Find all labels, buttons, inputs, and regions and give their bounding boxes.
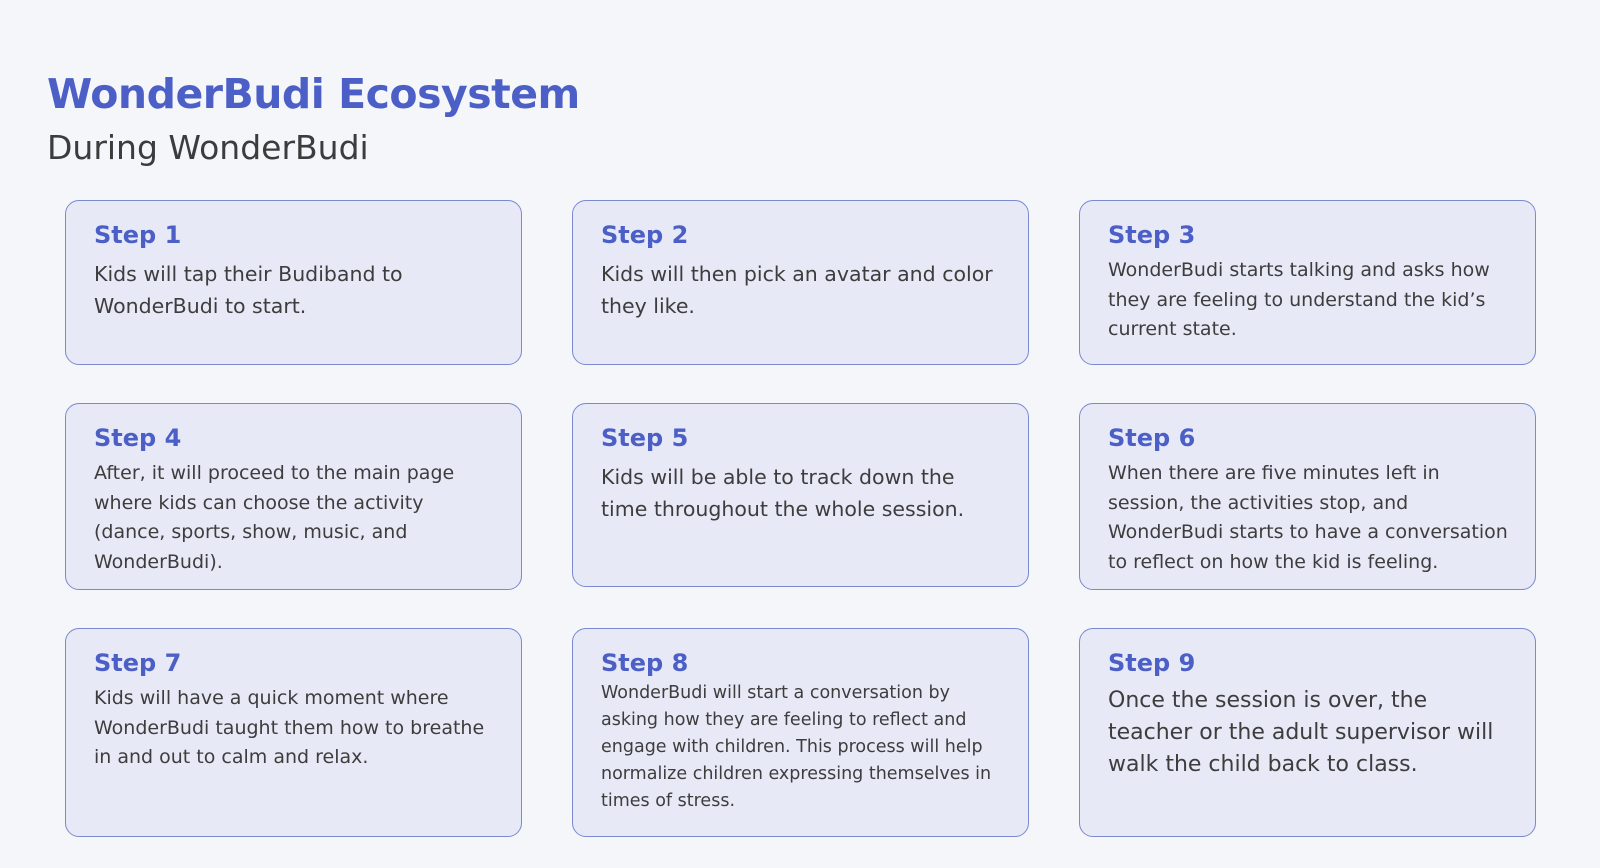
step-4-text: After, it will proceed to the main page … (94, 462, 455, 573)
step-7-label: Step 7 (94, 649, 182, 677)
step-3-label: Step 3 (1108, 221, 1196, 249)
step-card-8: Step 8 WonderBudi will start a conversat… (572, 628, 1029, 837)
step-9-label: Step 9 (1108, 649, 1196, 677)
step-6-label: Step 6 (1108, 424, 1196, 452)
step-card-2: Step 2 Kids will then pick an avatar and… (572, 200, 1029, 365)
step-3-text: WonderBudi starts talking and asks how t… (1108, 259, 1490, 340)
step-8-text: WonderBudi will start a conversation by … (601, 683, 992, 811)
step-2-label: Step 2 (601, 221, 689, 249)
step-1-label: Step 1 (94, 221, 182, 249)
step-card-7: Step 7 Kids will have a quick moment whe… (65, 628, 522, 837)
step-card-4: Step 4 After, it will proceed to the mai… (65, 403, 522, 590)
step-card-3: Step 3 WonderBudi starts talking and ask… (1079, 200, 1536, 365)
page-title: WonderBudi Ecosystem (47, 70, 580, 118)
step-5-label: Step 5 (601, 424, 689, 452)
step-4-label: Step 4 (94, 424, 182, 452)
step-5-text: Kids will be able to track down the time… (601, 465, 965, 521)
step-1-text: Kids will tap their Budiband to WonderBu… (94, 262, 403, 318)
step-8-label: Step 8 (601, 649, 689, 677)
step-2-text: Kids will then pick an avatar and color … (601, 262, 993, 318)
step-card-1: Step 1 Kids will tap their Budiband to W… (65, 200, 522, 365)
step-6-text: When there are five minutes left in sess… (1108, 462, 1508, 573)
step-card-5: Step 5 Kids will be able to track down t… (572, 403, 1029, 587)
step-9-text: Once the session is over, the teacher or… (1108, 688, 1494, 777)
step-card-9: Step 9 Once the session is over, the tea… (1079, 628, 1536, 837)
step-card-6: Step 6 When there are five minutes left … (1079, 403, 1536, 590)
page-subtitle: During WonderBudi (47, 128, 369, 167)
step-7-text: Kids will have a quick moment where Wond… (94, 687, 485, 768)
